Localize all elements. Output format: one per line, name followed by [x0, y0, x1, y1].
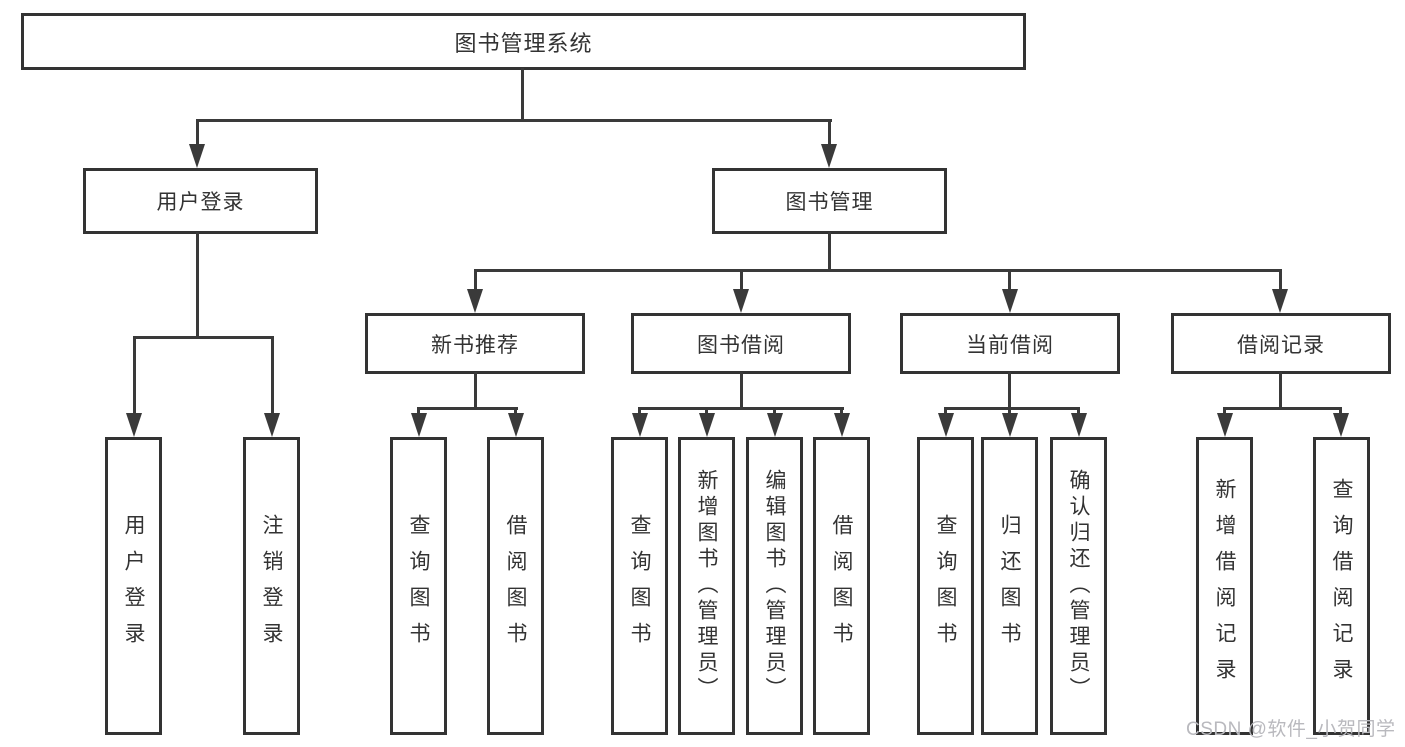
edge-line — [944, 407, 947, 417]
leaf-label: 借阅图书 — [504, 514, 527, 658]
edge-line — [133, 336, 274, 339]
leaf-label: 新增借阅记录 — [1213, 478, 1236, 694]
edge-line — [705, 407, 708, 417]
leaf-query-books-recommendation: 查询图书 — [390, 437, 447, 735]
leaf-label: 编辑图书（管理员） — [763, 469, 786, 703]
leaf-label: 用户登录 — [122, 514, 145, 658]
edge-line — [474, 269, 1282, 272]
node-current-borrowing: 当前借阅 — [900, 313, 1120, 374]
edge-line — [196, 232, 199, 338]
leaf-edit-book-admin: 编辑图书（管理员） — [746, 437, 803, 735]
leaf-label: 查询图书 — [934, 514, 957, 658]
edge-line — [1339, 407, 1342, 417]
edge-line — [840, 407, 843, 417]
watermark: CSDN @软件_小贺同学 — [1186, 719, 1396, 740]
node-library-management-system: 图书管理系统 — [21, 13, 1026, 70]
arrow-down-icon — [632, 413, 648, 437]
node-label: 新书推荐 — [431, 333, 519, 357]
arrow-down-icon — [411, 413, 427, 437]
edge-line — [1223, 407, 1342, 410]
edge-line — [1008, 269, 1011, 293]
edge-line — [773, 407, 776, 417]
node-book-management: 图书管理 — [712, 168, 947, 234]
edge-line — [133, 336, 136, 416]
leaf-borrow-books-borrowing: 借阅图书 — [813, 437, 870, 735]
edge-line — [1279, 269, 1282, 293]
edge-line — [521, 68, 524, 121]
edge-line — [944, 407, 1080, 410]
arrow-down-icon — [126, 413, 142, 437]
arrow-down-icon — [821, 144, 837, 168]
edge-line — [1279, 372, 1282, 409]
edge-line — [196, 119, 832, 122]
leaf-user-login: 用户登录 — [105, 437, 162, 735]
leaf-add-book-admin: 新增图书（管理员） — [678, 437, 735, 735]
leaf-label: 新增图书（管理员） — [695, 469, 718, 703]
leaf-label: 注销登录 — [260, 514, 283, 658]
edge-line — [196, 119, 199, 149]
arrow-down-icon — [467, 289, 483, 313]
edge-line — [1008, 407, 1011, 417]
edge-line — [740, 269, 743, 293]
arrow-down-icon — [1002, 289, 1018, 313]
edge-line — [638, 407, 844, 410]
node-borrowing-records: 借阅记录 — [1171, 313, 1391, 374]
edge-line — [1008, 372, 1011, 409]
leaf-label: 归还图书 — [998, 514, 1021, 658]
arrow-down-icon — [834, 413, 850, 437]
node-user-login: 用户登录 — [83, 168, 318, 234]
arrow-down-icon — [733, 289, 749, 313]
leaf-label: 借阅图书 — [830, 514, 853, 658]
node-label: 图书借阅 — [697, 333, 785, 357]
edge-line — [514, 407, 517, 417]
arrow-down-icon — [1071, 413, 1087, 437]
leaf-add-borrow-record: 新增借阅记录 — [1196, 437, 1253, 735]
leaf-query-books-borrowing: 查询图书 — [611, 437, 668, 735]
edge-line — [828, 119, 831, 149]
edge-line — [1223, 407, 1226, 417]
node-label: 用户登录 — [156, 191, 245, 214]
leaf-return-books: 归还图书 — [981, 437, 1038, 735]
edge-line — [638, 407, 641, 417]
arrow-down-icon — [1002, 413, 1018, 437]
arrow-down-icon — [938, 413, 954, 437]
edge-line — [417, 407, 420, 417]
arrow-down-icon — [1217, 413, 1233, 437]
edge-line — [828, 232, 831, 272]
leaf-label: 查询图书 — [628, 514, 651, 658]
edge-line — [474, 269, 477, 293]
arrow-down-icon — [1272, 289, 1288, 313]
node-book-borrowing: 图书借阅 — [631, 313, 851, 374]
leaf-query-borrow-record: 查询借阅记录 — [1313, 437, 1370, 735]
leaf-label: 查询借阅记录 — [1330, 478, 1353, 694]
leaf-confirm-return-admin: 确认归还（管理员） — [1050, 437, 1107, 735]
leaf-label: 确认归还（管理员） — [1067, 469, 1090, 703]
edge-line — [417, 407, 518, 410]
edge-line — [271, 336, 274, 416]
leaf-query-books-current: 查询图书 — [917, 437, 974, 735]
arrow-down-icon — [189, 144, 205, 168]
leaf-label: 查询图书 — [407, 514, 430, 658]
arrow-down-icon — [508, 413, 524, 437]
leaf-logout: 注销登录 — [243, 437, 300, 735]
arrow-down-icon — [767, 413, 783, 437]
arrow-down-icon — [699, 413, 715, 437]
arrow-down-icon — [1333, 413, 1349, 437]
node-label: 图书管理系统 — [454, 30, 593, 56]
edge-line — [474, 372, 477, 409]
node-label: 图书管理 — [785, 191, 874, 214]
arrow-down-icon — [264, 413, 280, 437]
leaf-borrow-books-recommendation: 借阅图书 — [487, 437, 544, 735]
node-new-book-recommendation: 新书推荐 — [365, 313, 585, 374]
edge-line — [740, 372, 743, 409]
node-label: 当前借阅 — [966, 333, 1054, 357]
node-label: 借阅记录 — [1237, 333, 1325, 357]
edge-line — [1077, 407, 1080, 417]
